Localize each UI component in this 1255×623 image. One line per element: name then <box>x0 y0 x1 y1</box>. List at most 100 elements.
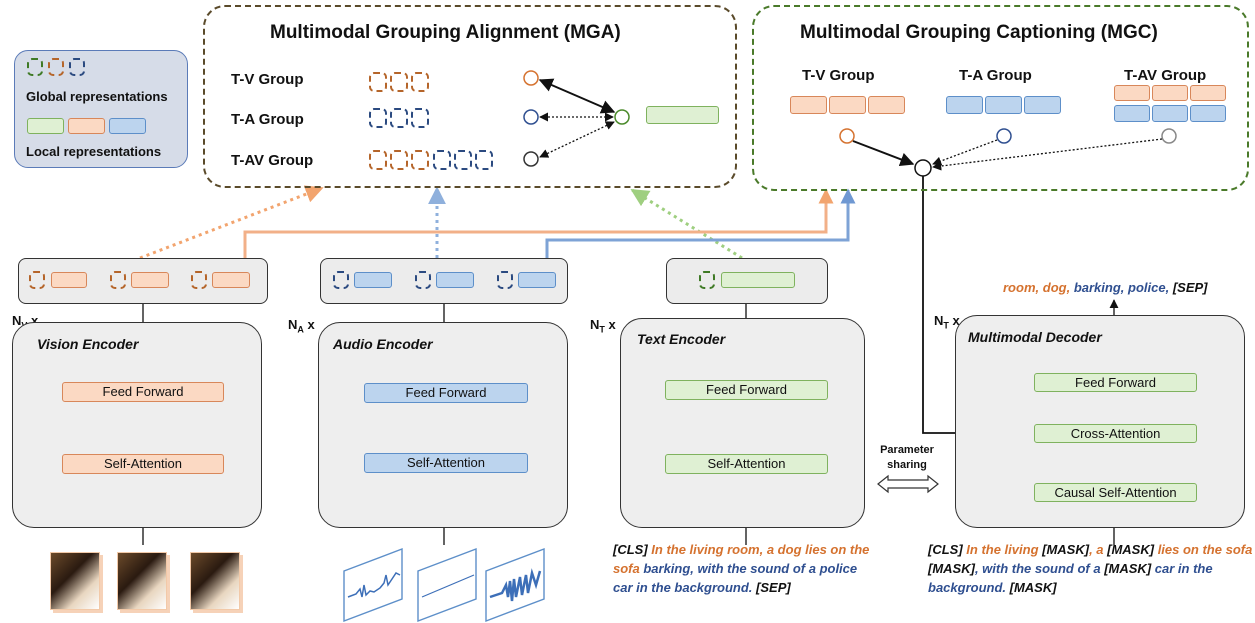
audio-global-token <box>415 271 431 289</box>
parameter-sharing-arrow <box>877 474 939 494</box>
mgc-tav-local-token <box>1152 85 1188 101</box>
mga-text-token <box>646 106 719 124</box>
mga-group-label-tv: T-V Group <box>231 71 304 88</box>
caption-segment: [SEP] <box>1172 280 1208 295</box>
vision-global-token <box>29 271 45 289</box>
mgc-tav-local-token <box>1190 105 1226 122</box>
mga-tav-global-token <box>369 150 387 170</box>
mga-group-label-ta: T-A Group <box>231 111 304 128</box>
mgc-tav-local-token <box>1114 85 1150 101</box>
audio-encoder-title: Audio Encoder <box>333 336 433 352</box>
waveform-3 <box>489 568 542 602</box>
text-local-token <box>721 272 795 288</box>
text-layer-count: NT x <box>590 317 616 335</box>
mga-title: Multimodal Grouping Alignment (MGA) <box>270 22 621 43</box>
legend-local-token-orange <box>68 118 105 134</box>
mga-tav-global-token <box>475 150 493 170</box>
mga-tv-global-token <box>369 72 387 92</box>
audio-encoder <box>318 322 568 528</box>
text-self-attention: Self-Attention <box>665 454 828 474</box>
mgc-panel <box>752 5 1249 191</box>
video-frame-thumbnail <box>190 552 240 610</box>
audio-global-token <box>497 271 513 289</box>
caption-segment: barking, <box>1073 280 1125 295</box>
mgc-group-label-tv: T-V Group <box>802 67 875 84</box>
mga-tav-node <box>523 151 539 167</box>
caption-segment: [MASK] <box>1107 542 1155 557</box>
audio-output-box <box>320 258 568 304</box>
caption-segment: barking, with the sound of a police car … <box>613 561 858 595</box>
mgc-ta-local-token <box>985 96 1022 114</box>
decoder-output-words: room, dog, barking, police, [SEP] <box>1003 278 1243 297</box>
decoder-input-caption: [CLS] In the living [MASK], a [MASK] lie… <box>928 540 1254 597</box>
caption-segment: [CLS] <box>613 542 652 557</box>
mga-tav-global-token <box>411 150 429 170</box>
caption-segment: [MASK] <box>1104 561 1152 576</box>
vision-local-token <box>51 272 87 288</box>
caption-segment: room, <box>1003 280 1040 295</box>
video-frame-thumbnail <box>50 552 100 610</box>
vision-local-token <box>212 272 250 288</box>
vision-global-token <box>110 271 126 289</box>
caption-segment: dog, <box>1042 280 1071 295</box>
caption-segment: police, <box>1128 280 1170 295</box>
mga-tv-node <box>523 70 539 86</box>
video-frame-thumbnail <box>117 552 167 610</box>
text-encoder <box>620 318 865 528</box>
legend-global-token-blue <box>69 58 85 76</box>
mgc-title: Multimodal Grouping Captioning (MGC) <box>800 22 1158 43</box>
vision-global-token <box>191 271 207 289</box>
vision-to-mga-line <box>139 185 324 260</box>
mgc-ta-local-token <box>1024 96 1061 114</box>
mga-panel <box>203 5 737 188</box>
legend-panel: Global representations Local representat… <box>14 50 188 168</box>
mgc-tv-local-token <box>829 96 866 114</box>
caption-segment: [MASK] <box>1042 542 1090 557</box>
legend-local-token-blue <box>109 118 146 134</box>
text-feed-forward: Feed Forward <box>665 380 828 400</box>
mgc-tav-local-token <box>1114 105 1150 122</box>
mgc-tav-node <box>1161 128 1177 144</box>
legend-local-token-green <box>27 118 64 134</box>
caption-segment: In the living <box>966 542 1043 557</box>
audio-self-attention: Self-Attention <box>364 453 528 473</box>
mga-ta-global-token <box>411 108 429 128</box>
mgc-tv-local-token <box>790 96 827 114</box>
caption-segment: In the living room, a dog lies on the so… <box>613 542 870 576</box>
mga-tv-global-token <box>390 72 408 92</box>
mgc-tav-local-token <box>1152 105 1188 122</box>
vision-feed-forward: Feed Forward <box>62 382 224 402</box>
mgc-group-label-tav: T-AV Group <box>1124 67 1207 84</box>
audio-local-token <box>436 272 474 288</box>
mgc-tv-local-token <box>868 96 905 114</box>
mga-ta-node <box>523 109 539 125</box>
mga-ta-global-token <box>369 108 387 128</box>
decoder-feed-forward: Feed Forward <box>1034 373 1197 392</box>
audio-local-token <box>518 272 556 288</box>
waveform-1 <box>347 572 401 598</box>
caption-segment: [SEP] <box>756 580 791 595</box>
caption-segment: , a <box>1089 542 1108 557</box>
caption-segment: [CLS] <box>928 542 967 557</box>
audio-to-mgc-line <box>545 188 856 258</box>
legend-local-label: Local representations <box>26 144 162 159</box>
caption-segment: lies on the sofa <box>1154 542 1253 557</box>
vision-encoder <box>12 322 262 528</box>
caption-segment: , with the sound of a <box>974 561 1105 576</box>
mga-text-node <box>614 109 630 125</box>
audio-local-token <box>354 272 392 288</box>
mgc-tv-node <box>839 128 855 144</box>
multimodal-decoder-title: Multimodal Decoder <box>968 329 1102 345</box>
text-encoder-title: Text Encoder <box>637 331 726 347</box>
vision-output-box <box>18 258 268 304</box>
caption-segment: [MASK] <box>928 561 975 576</box>
mgc-tav-local-token <box>1190 85 1226 101</box>
decoder-cross-attention: Cross-Attention <box>1034 424 1197 443</box>
caption-segment: [MASK] <box>1009 580 1057 595</box>
waveform-2 <box>421 574 475 598</box>
decoder-causal-self-attention: Causal Self-Attention <box>1034 483 1197 502</box>
legend-global-token-orange <box>48 58 64 76</box>
mga-ta-global-token <box>390 108 408 128</box>
decoder-layer-count: NT x <box>934 313 960 331</box>
